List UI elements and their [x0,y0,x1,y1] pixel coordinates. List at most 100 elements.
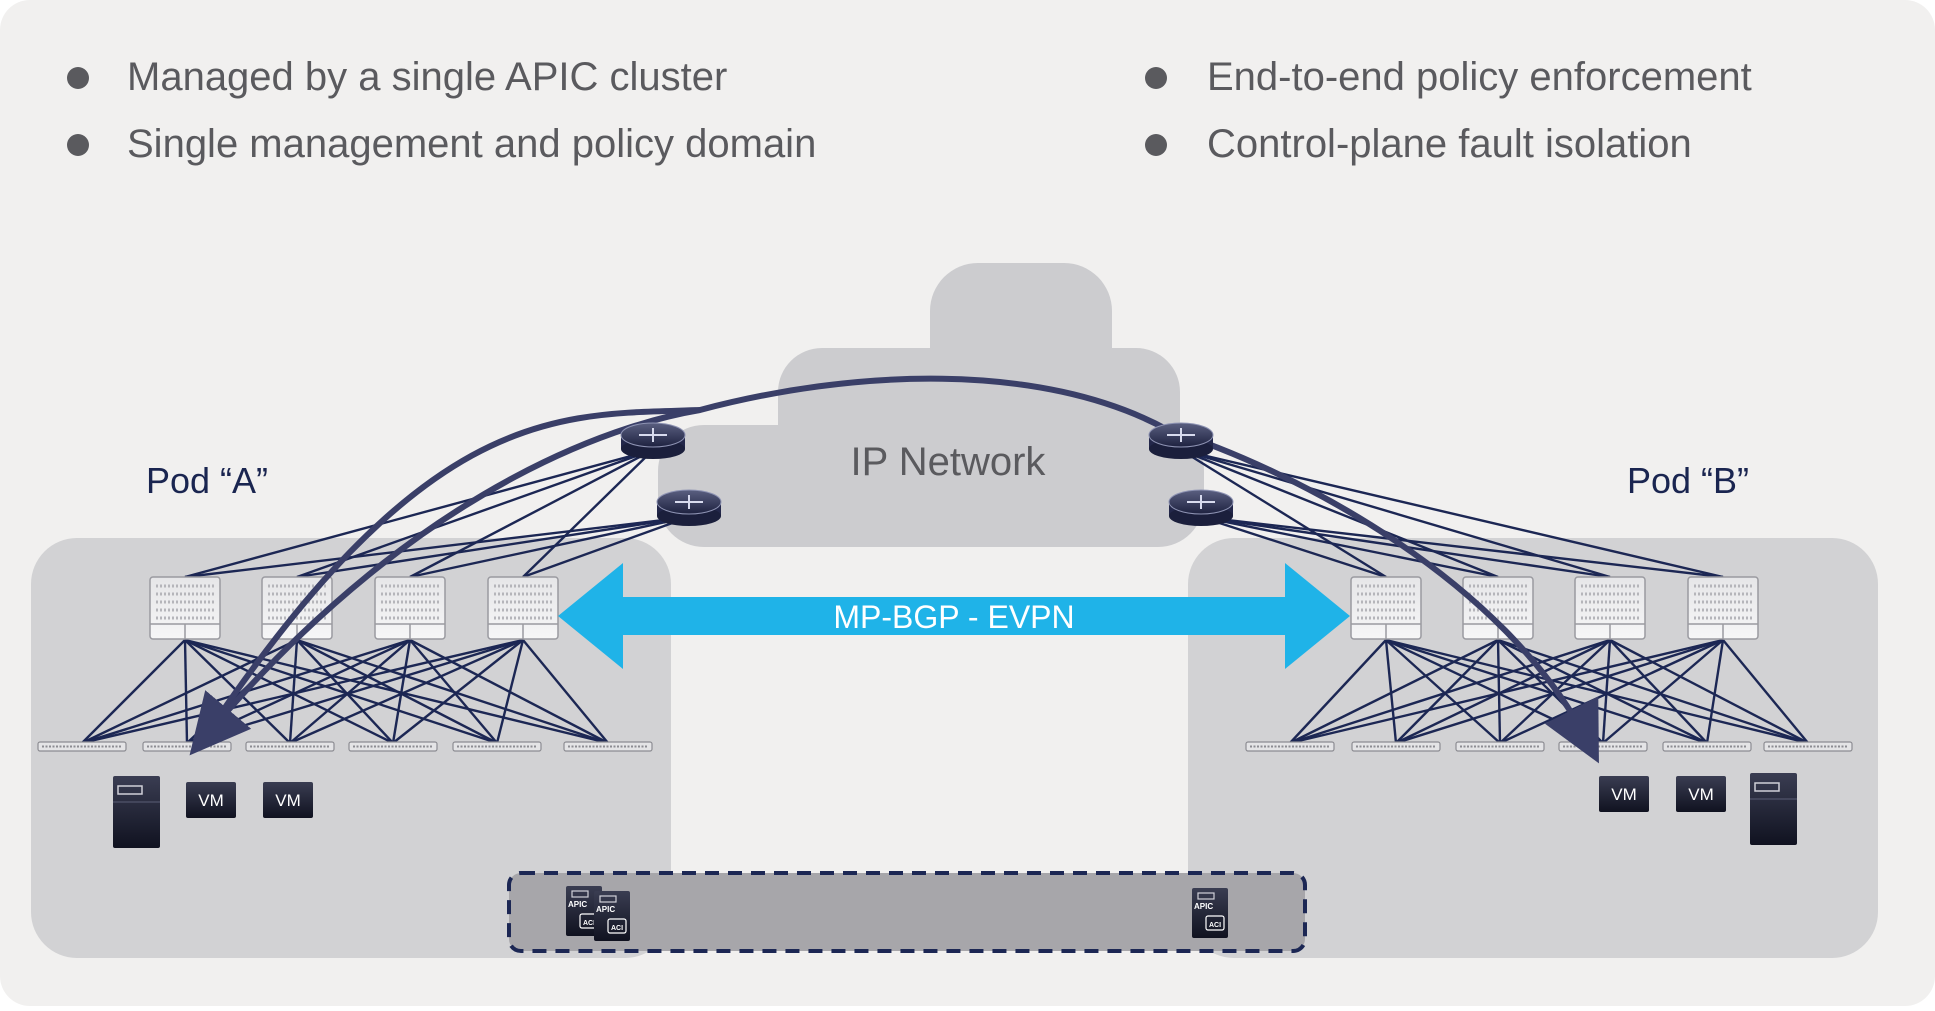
link [1722,639,1809,744]
leaf-switch [245,741,335,752]
apic-label: APIC [1194,902,1213,911]
spine-switch [1350,576,1422,640]
ipn-routers [620,422,1234,526]
apic-cluster-band [507,871,1307,953]
leaf-switch [1662,741,1752,752]
evpn-label: MP-BGP - EVPN [833,599,1074,635]
bullet-dot [1145,134,1167,156]
bullet-text: Managed by a single APIC cluster [127,55,727,99]
aci-badge: ACI [611,925,623,932]
link [1497,638,1809,745]
link [522,639,609,744]
link [81,639,186,744]
spine-switch [149,576,221,640]
leaf-switch [1763,741,1853,752]
link [1289,638,1611,745]
link [1200,515,1387,579]
ipn-router [1148,422,1214,459]
leaf-switch [37,741,127,752]
vm-label: VM [1688,785,1714,804]
link [1289,638,1499,745]
spine-switch [1574,576,1646,640]
leaf-switch [1245,741,1335,752]
link [1385,638,1708,745]
link [288,639,299,744]
link [1385,639,1501,744]
apic-controller: APIC ACI [594,891,630,941]
ipn-router [656,489,722,526]
link [409,515,690,579]
link [184,638,498,745]
apic-controller: APIC ACI [1192,888,1228,938]
link [392,639,524,744]
spine-switches [149,576,1759,640]
link [1385,638,1809,745]
link [296,448,654,579]
link [1705,639,1725,744]
ip-network-cloud [658,263,1204,547]
link [1289,639,1387,744]
vm-box: VM [1599,776,1649,812]
pod-b-label: Pod “B” [1627,460,1749,501]
spine-switch [374,576,446,640]
link [296,638,498,745]
link [1609,638,1809,745]
spine-switch [487,576,559,640]
link [184,638,394,745]
server [1750,773,1797,845]
vm-box: VM [186,782,236,818]
link [1609,639,1708,744]
mp-bgp-evpn-arrow: MP-BGP - EVPN [558,563,1350,669]
bullet-list-left: Managed by a single APIC cluster Single … [67,55,816,166]
apic-label: APIC [596,905,615,914]
link [409,448,654,579]
vm-label: VM [198,791,224,810]
control-plane-arc [202,375,1599,764]
link [81,638,524,745]
vm-label: VM [275,791,301,810]
fabric-links [81,448,1809,745]
link [184,515,690,579]
ipn-router [620,422,686,459]
vm-label: VM [1611,785,1637,804]
link [296,515,690,579]
leaf-switch [348,741,438,752]
bullet-text: Control-plane fault isolation [1207,122,1692,166]
endpoints: VM VM VM VM [113,773,1797,848]
link [183,639,189,744]
control-plane-arc-left [189,407,701,756]
link [1499,638,1724,745]
leaf-switch [1455,741,1545,752]
leaf-switch [1351,741,1441,752]
link [289,639,411,744]
link [1496,639,1502,744]
ip-network-label: IP Network [851,440,1047,484]
bullet-dot [67,67,89,89]
server [113,776,160,848]
leaf-switch [452,741,542,752]
bullet-dot [1145,67,1167,89]
apic-controller: APIC ACI [566,886,602,936]
pod-a-label: Pod “A” [146,460,268,501]
link [1289,638,1724,745]
link [391,639,412,744]
spine-switch [1462,576,1534,640]
aci-badge: ACI [583,920,595,927]
link [296,639,394,744]
link [1180,448,1387,579]
leaf-switch [1558,741,1648,752]
link [1200,515,1724,579]
link [409,639,498,744]
link [1180,448,1499,579]
link [495,639,525,744]
aci-badge: ACI [1209,922,1221,929]
link [1200,515,1499,579]
link [289,638,524,745]
link [522,449,654,578]
apic-label: APIC [568,900,587,909]
link [522,515,690,579]
bullet-text: Single management and policy domain [127,122,816,166]
